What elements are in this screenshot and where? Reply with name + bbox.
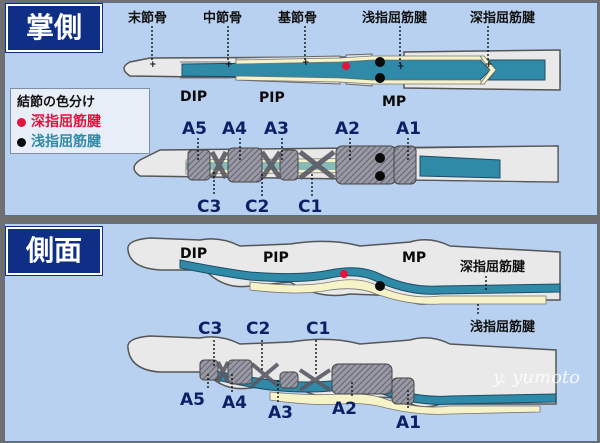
pulley-label-a4-palmar: A4 [222, 119, 247, 139]
pulley-a5-lateral [199, 359, 219, 381]
pulley-c2 [259, 150, 283, 180]
bone-label-distal: 末節骨 [127, 10, 167, 26]
lateral-top-finger [127, 237, 561, 316]
pulley-label-a5-palmar: A5 [182, 119, 207, 139]
pulley-label-a4-lateral: A4 [222, 393, 247, 413]
svg-text:+: + [302, 58, 310, 68]
joint-label-dip-palmar: DIP [180, 89, 207, 105]
legend-label-superficial: 浅指屈筋腱 [31, 134, 101, 150]
joint-label-mp-lateral: MP [402, 250, 426, 266]
bone-label-proximal: 基節骨 [277, 10, 317, 26]
watermark: y. yumoto [493, 367, 580, 388]
joint-label-mp-palmar: MP [382, 94, 406, 110]
pulley-label-a2-lateral: A2 [332, 399, 357, 419]
svg-text:+: + [225, 60, 233, 70]
pulley-label-a2-palmar: A2 [335, 119, 360, 139]
legend: 結節の色分け 深指屈筋腱 浅指屈筋腱 [10, 88, 150, 154]
pulley-a5 [187, 149, 211, 181]
pulley-label-a3-lateral: A3 [268, 403, 293, 423]
legend-dot-superficial [17, 137, 26, 147]
pulley-a2-lateral [331, 363, 393, 395]
palmar-bottom-finger [133, 138, 559, 196]
pulley-a4 [227, 147, 263, 183]
pulley-a3 [279, 149, 299, 181]
pulley-label-c2-lateral: C2 [246, 319, 270, 339]
legend-row-superficial: 浅指屈筋腱 [17, 131, 101, 151]
title-badge-lateral: 側面 [6, 227, 102, 275]
lateral-bottom-finger [127, 335, 557, 415]
pulley-a4-lateral [227, 359, 253, 385]
pulley-label-a3-palmar: A3 [264, 119, 289, 139]
pulley-label-a5-lateral: A5 [180, 390, 205, 410]
svg-text:+: + [485, 60, 493, 70]
lateral-superficial-tendon [249, 279, 547, 305]
tendon-label-deep-palmar: 深指屈筋腱 [470, 10, 536, 26]
tendon-label-superficial-lateral: 浅指屈筋腱 [470, 319, 536, 335]
pulley-a3-lateral [279, 371, 299, 389]
superficial-insertion-marker [375, 57, 385, 67]
joint-label-pip-palmar: PIP [259, 90, 285, 106]
pulley-label-c3-palmar: C3 [197, 197, 221, 217]
title-badge-palmar: 掌側 [6, 4, 102, 52]
joint-label-dip-lateral: DIP [180, 246, 207, 262]
pulley-a2 [335, 145, 397, 185]
pulley-label-c2-palmar: C2 [245, 197, 269, 217]
pulley-label-c1-lateral: C1 [306, 319, 330, 339]
legend-row-deep: 深指屈筋腱 [17, 111, 101, 131]
pulley-a1-lateral [391, 377, 415, 405]
svg-text:+: + [397, 62, 405, 72]
tendon-label-superficial-palmar: 浅指屈筋腱 [362, 10, 428, 26]
lateral-deep-tendon [179, 259, 561, 295]
joint-label-pip-lateral: PIP [263, 250, 289, 266]
legend-dot-deep [17, 117, 26, 127]
pulley-label-a1-palmar: A1 [396, 119, 421, 139]
legend-label-deep: 深指屈筋腱 [31, 114, 101, 130]
bone-label-middle: 中節骨 [203, 10, 242, 26]
pulley-label-a1-lateral: A1 [396, 413, 421, 433]
tendon-label-deep-lateral: 深指屈筋腱 [460, 259, 526, 275]
pulley-label-c1-palmar: C1 [298, 197, 322, 217]
deep-insertion-marker [342, 62, 350, 70]
legend-title: 結節の色分け [17, 95, 96, 110]
superficial-insertion-marker [375, 73, 385, 83]
palmar-top-finger: + + + + + [123, 26, 561, 91]
svg-text:+: + [149, 60, 157, 70]
pulley-c1 [298, 150, 336, 180]
pulley-a1 [393, 145, 417, 185]
pulley-label-c3-lateral: C3 [198, 319, 222, 339]
